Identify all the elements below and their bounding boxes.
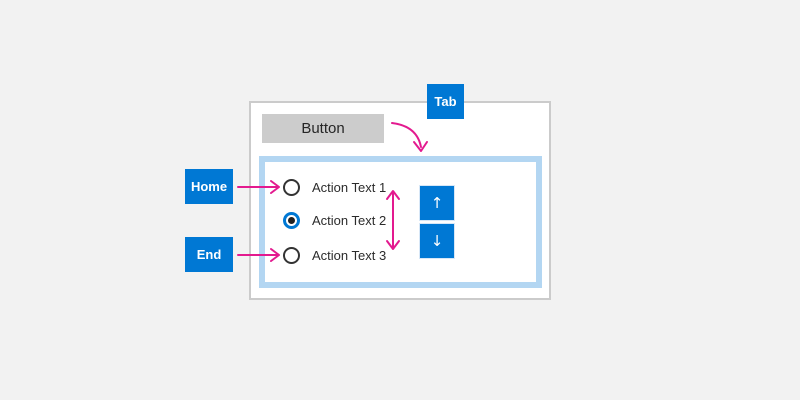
- radio-option-2-label: Action Text 2: [312, 212, 387, 228]
- arrow-up-icon: ↑: [430, 194, 444, 212]
- down-button[interactable]: ↓: [419, 223, 455, 259]
- tab-key-label: Tab: [434, 94, 457, 109]
- radio-option-3[interactable]: Action Text 3: [283, 246, 386, 264]
- radio-dot: [288, 216, 295, 224]
- radio-selected-icon[interactable]: [283, 211, 300, 229]
- end-key-label: End: [196, 247, 222, 262]
- end-key-badge: End: [185, 237, 233, 272]
- radio-option-1-label: Action Text 1: [312, 179, 387, 195]
- button-label: Button: [301, 120, 345, 137]
- home-key-label: Home: [190, 179, 228, 194]
- radio-option-3-label: Action Text 3: [312, 247, 387, 263]
- spinner-buttons: ↑ ↓: [419, 185, 455, 259]
- radio-option-2[interactable]: Action Text 2: [283, 211, 386, 229]
- button-control[interactable]: Button: [262, 114, 384, 143]
- radio-unselected-icon[interactable]: [283, 178, 300, 196]
- arrow-down-icon: ↓: [430, 232, 444, 250]
- tab-key-badge: Tab: [427, 84, 464, 119]
- up-button[interactable]: ↑: [419, 185, 455, 221]
- focus-panel: [259, 156, 542, 288]
- radio-unselected-icon[interactable]: [283, 246, 300, 264]
- radio-option-1[interactable]: Action Text 1: [283, 178, 386, 196]
- home-key-badge: Home: [185, 169, 233, 204]
